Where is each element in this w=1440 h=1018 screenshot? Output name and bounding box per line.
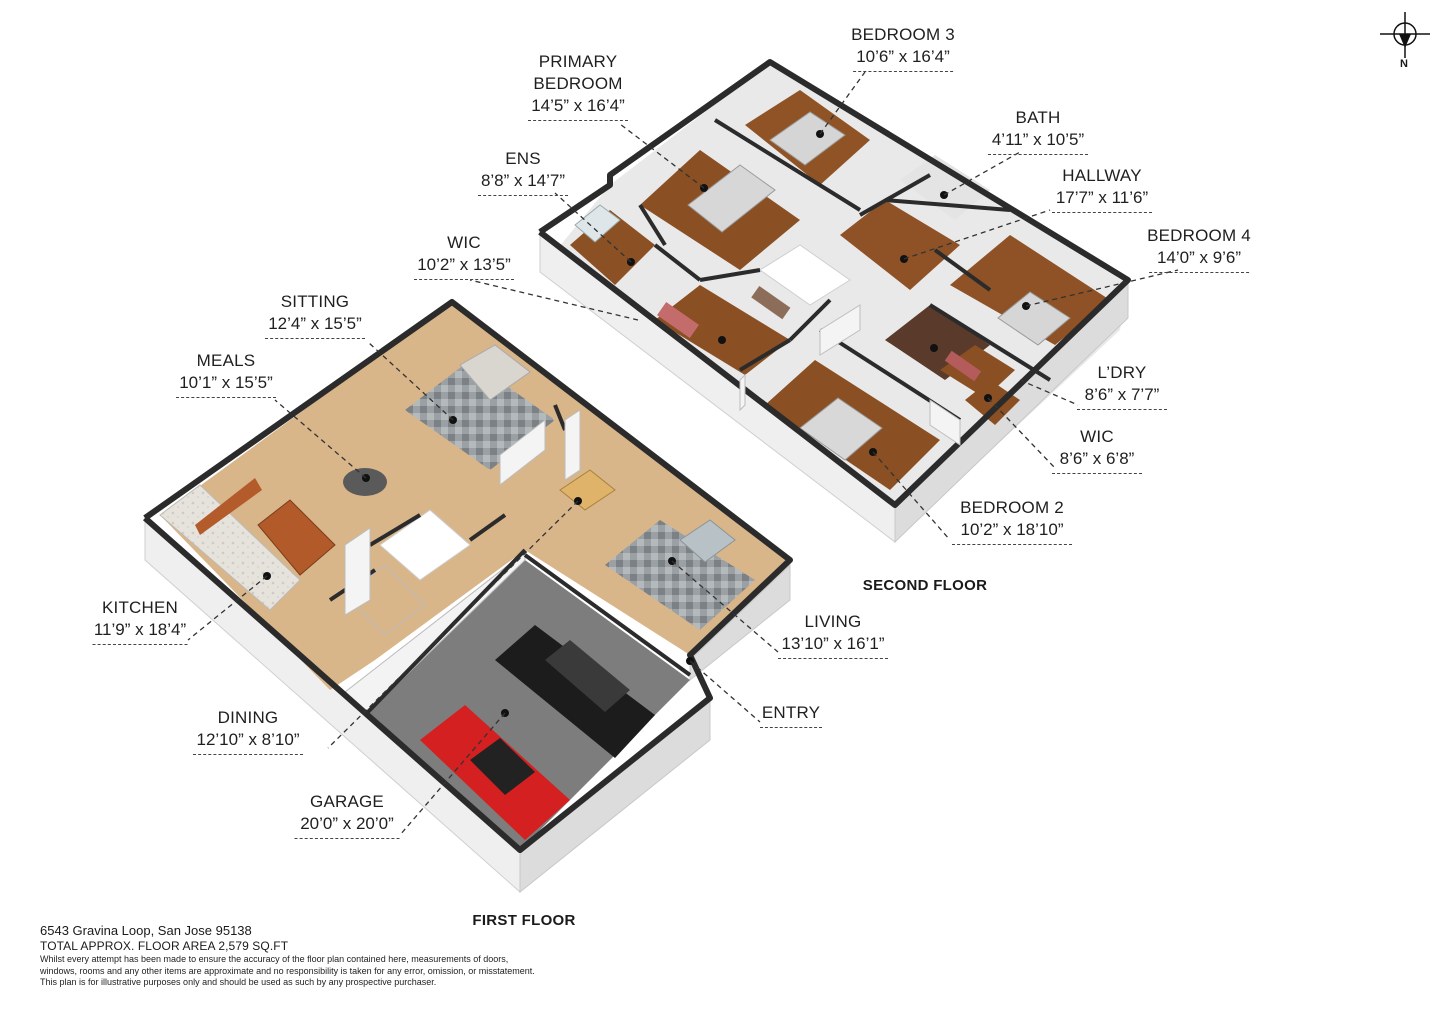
- room-dims: 10’2” x 18’10”: [960, 520, 1064, 539]
- label-primary-bedroom: PRIMARY BEDROOM 14’5” x 16’4”: [528, 51, 628, 121]
- primary-bed: [687, 164, 776, 233]
- room-dims: 20’0” x 20’0”: [300, 814, 394, 833]
- bedroom4-bed: [997, 291, 1071, 346]
- first-floor-wall-outline: [143, 299, 793, 853]
- room-dims: 8’6” x 7’7”: [1084, 385, 1160, 404]
- label-bedroom4: BEDROOM 4 14’0” x 9’6”: [1147, 225, 1251, 273]
- label-entry: ENTRY: [760, 702, 822, 728]
- room-name: ENS: [505, 149, 541, 168]
- label-bedroom3: BEDROOM 3 10’6” x 16’4”: [851, 24, 955, 72]
- second-floor-model: [538, 59, 1131, 544]
- north-label: N: [1400, 58, 1408, 70]
- stair-void: [759, 244, 851, 306]
- living-rug: [605, 520, 755, 630]
- room-name: BEDROOM 2: [960, 498, 1064, 517]
- room-name: ENTRY: [761, 703, 821, 722]
- wic-upper-rack-2: [751, 285, 791, 320]
- room-name: DINING: [217, 708, 279, 727]
- wic-lower-floor: [965, 380, 1020, 425]
- label-wic-lower: WIC 8’6” x 6’8”: [1052, 426, 1142, 474]
- room-dims: 8’6” x 6’8”: [1059, 449, 1135, 468]
- room-name: SITTING: [280, 292, 350, 311]
- room-dims: 10’2” x 13’5”: [417, 255, 511, 274]
- ens-shower: [574, 204, 621, 243]
- room-name: LIVING: [804, 612, 862, 631]
- kitchen-cabinets: [195, 478, 262, 535]
- first-floor-wall-blocks: [344, 409, 581, 616]
- red-convertible-cabin: [470, 738, 535, 795]
- room-dims: 11’9” x 18’4”: [93, 620, 187, 639]
- room-dims: 4’11” x 10’5”: [991, 130, 1085, 149]
- label-sitting: SITTING 12’4” x 15’5”: [265, 291, 365, 339]
- room-name: WIC: [1080, 427, 1114, 446]
- leader-lines: [187, 71, 1179, 836]
- sitting-sofa: [459, 344, 531, 401]
- bath-floor: [900, 155, 990, 220]
- room-name: HALLWAY: [1062, 166, 1142, 185]
- room-name: BATH: [1015, 108, 1061, 127]
- black-suv-roof: [545, 640, 630, 712]
- label-laundry: L’DRY 8’6” x 7’7”: [1077, 362, 1167, 410]
- label-kitchen: KITCHEN 11’9” x 18’4”: [92, 597, 188, 645]
- garage-floor: [365, 560, 690, 850]
- room-name: GARAGE: [310, 792, 384, 811]
- room-name: KITCHEN: [101, 598, 179, 617]
- room-name: BEDROOM 4: [1147, 226, 1251, 245]
- room-name-2: BEDROOM: [533, 74, 623, 93]
- hallway-floor: [840, 200, 960, 290]
- disclaimer-line-1: Whilst every attempt has been made to en…: [40, 954, 509, 964]
- room-name: MEALS: [196, 351, 256, 370]
- plan-footer: 6543 Gravina Loop, San Jose 95138 TOTAL …: [40, 922, 620, 989]
- main-floor-wood: [160, 302, 790, 690]
- kitchen-island: [257, 499, 336, 576]
- first-floor-interior-walls: [328, 404, 692, 717]
- room-dims: 17’7” x 11’6”: [1055, 188, 1149, 207]
- label-meals: MEALS 10’1” x 15’5”: [176, 350, 276, 398]
- room-name: PRIMARY: [538, 52, 618, 71]
- wic-upper-floor: [655, 285, 790, 375]
- stairs: [379, 509, 471, 581]
- north-compass-icon: [1380, 12, 1430, 58]
- second-floor-wall-outline: [538, 59, 1131, 508]
- bedroom2-bed: [799, 397, 883, 461]
- label-hallway: HALLWAY 17’7” x 11’6”: [1052, 165, 1152, 213]
- total-floor-area: TOTAL APPROX. FLOOR AREA 2,579 SQ.FT: [40, 939, 289, 953]
- room-name: BEDROOM 3: [851, 25, 955, 44]
- room-dims: 12’4” x 15’5”: [268, 314, 362, 333]
- room-name: WIC: [447, 233, 481, 252]
- room-dims: 13’10” x 16’1”: [781, 634, 885, 653]
- room-dims: 10’6” x 16’4”: [856, 47, 950, 66]
- room-dims: 14’5” x 16’4”: [531, 96, 625, 115]
- living-sofa: [679, 519, 736, 563]
- label-wic-upper: WIC 10’2” x 13’5”: [414, 232, 514, 280]
- black-suv: [495, 625, 655, 758]
- room-dims: 8’8” x 14’7”: [480, 171, 566, 190]
- room-dims: 12’10” x 8’10”: [196, 730, 300, 749]
- label-bedroom2: BEDROOM 2 10’2” x 18’10”: [952, 497, 1072, 545]
- second-floor-wall-blocks: [739, 304, 961, 446]
- label-ens: ENS 8’8” x 14’7”: [478, 148, 568, 196]
- property-address: 6543 Gravina Loop, San Jose 95138: [40, 923, 252, 938]
- room-dims: 10’1” x 15’5”: [179, 373, 273, 392]
- wic-upper-rack: [657, 301, 699, 339]
- second-floor-title: SECOND FLOOR: [862, 577, 988, 594]
- first-floor-title: FIRST FLOOR: [472, 912, 576, 929]
- laundry-rack: [944, 350, 982, 382]
- first-floor-model: [143, 299, 793, 894]
- room-dims: 14’0” x 9’6”: [1156, 248, 1242, 267]
- label-dining: DINING 12’10” x 8’10”: [193, 707, 303, 755]
- label-living: LIVING 13’10” x 16’1”: [778, 611, 888, 659]
- label-bath: BATH 4’11” x 10’5”: [988, 107, 1088, 155]
- meals-table: [343, 468, 387, 496]
- room-name: L’DRY: [1097, 363, 1147, 382]
- disclaimer-line-2: windows, rooms and any other items are a…: [40, 965, 535, 976]
- north-compass: N: [1378, 10, 1432, 74]
- disclaimer-line-3: This plan is for illustrative purposes o…: [40, 977, 437, 987]
- label-garage: GARAGE 20’0” x 20’0”: [294, 791, 400, 839]
